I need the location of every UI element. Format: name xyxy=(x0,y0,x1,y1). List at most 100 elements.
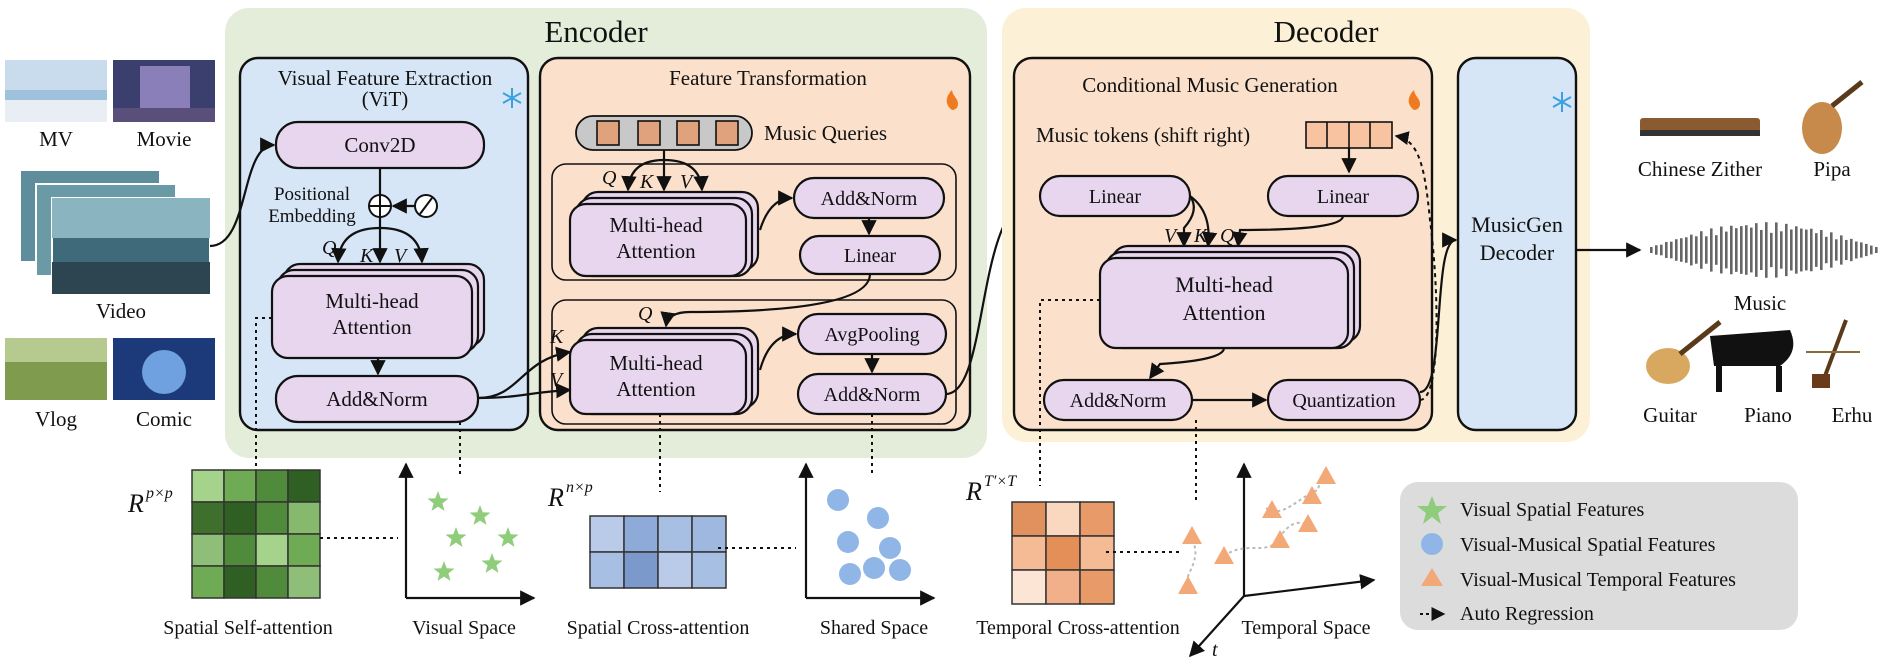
matrix-cell xyxy=(1011,535,1047,571)
waveform-bar xyxy=(1740,226,1743,274)
waveform-bar xyxy=(1675,239,1678,261)
mha-vit-label-2: Attention xyxy=(332,315,412,339)
music-waveform-icon xyxy=(1650,222,1878,278)
encoder-title: Encoder xyxy=(544,14,648,49)
matrix-cell xyxy=(287,565,321,599)
music-query-tokens xyxy=(596,120,739,146)
matrix-cell xyxy=(623,515,659,553)
waveform-bar xyxy=(1825,236,1828,264)
legend-triangle-icon xyxy=(1421,568,1443,586)
matrix-cell xyxy=(223,533,257,567)
waveform-bar xyxy=(1745,225,1748,275)
t-axis-label: t xyxy=(1212,639,1218,661)
vit-subtitle: (ViT) xyxy=(362,87,409,111)
input-media: MV Movie Video Vlog Comic xyxy=(5,60,215,431)
label-erhu: Erhu xyxy=(1832,403,1873,427)
cmg-title: Conditional Music Generation xyxy=(1082,73,1338,97)
addnorm-dec-label: Add&Norm xyxy=(1070,390,1167,412)
waveform-bar xyxy=(1715,235,1718,265)
waveform-bar xyxy=(1860,242,1863,258)
video-to-conv2d-arrow xyxy=(209,137,276,248)
matrix-cell xyxy=(255,533,289,567)
waveform-bar xyxy=(1765,222,1768,278)
matrix-cell xyxy=(1011,569,1047,605)
label-temporal-cross-attention: Temporal Cross-attention xyxy=(976,617,1180,639)
mha-ft2-label-1: Multi-head xyxy=(609,351,703,375)
waveform-bar xyxy=(1830,232,1833,268)
waveform-bar xyxy=(1650,247,1653,253)
musicgen-label-2: Decoder xyxy=(1480,240,1555,265)
label-spatial-cross-attention: Spatial Cross-attention xyxy=(567,617,750,639)
label-music: Music xyxy=(1734,291,1787,315)
vit-title: Visual Feature Extraction xyxy=(278,66,493,90)
matrix-cell xyxy=(223,469,257,503)
waveform-bar xyxy=(1705,236,1708,264)
mha-to-addnorm-ft1 xyxy=(758,190,794,231)
matrix-cell xyxy=(691,551,727,589)
waveform-bar xyxy=(1850,238,1853,262)
matrix-cell xyxy=(1011,501,1047,537)
label-chinese-zither: Chinese Zither xyxy=(1638,157,1762,181)
quantization-label: Quantization xyxy=(1292,390,1395,412)
rpp-sup: p×p xyxy=(145,485,173,502)
label-visual-space: Visual Space xyxy=(412,617,516,639)
waveform-bar xyxy=(1875,247,1878,253)
waveform-bar xyxy=(1865,243,1868,257)
music-tokens-label: Music tokens (shift right) xyxy=(1036,123,1250,147)
matrix-cell xyxy=(287,501,321,535)
pipa-icon xyxy=(1802,80,1864,154)
mha-ft1-label-2: Attention xyxy=(616,239,696,263)
quant-to-musicgen-arrow xyxy=(1419,232,1458,394)
shared-feature-circle xyxy=(863,557,885,579)
matrix-cell xyxy=(1045,535,1081,571)
waveform-bar xyxy=(1750,227,1753,273)
addnorm-vit-label: Add&Norm xyxy=(326,387,428,411)
mha-to-avgpool xyxy=(758,326,798,371)
waveform-bar xyxy=(1660,244,1663,256)
waveform-bar xyxy=(1810,228,1813,272)
matrix-cell xyxy=(255,501,289,535)
snowflake-icon xyxy=(1552,92,1572,112)
matrix-cell xyxy=(255,565,289,599)
embedding-label: Embedding xyxy=(268,206,356,227)
legend-visual-musical-temporal: Visual-Musical Temporal Features xyxy=(1460,569,1736,591)
positional-add-icon xyxy=(368,194,392,218)
visual-feature-star xyxy=(433,561,455,581)
shared-feature-circle xyxy=(837,531,859,553)
temporal-feature-triangle xyxy=(1298,514,1318,532)
v-label-dec: V xyxy=(1164,225,1179,247)
visual-spatial-feature-points xyxy=(427,491,519,581)
q-arrow-ft1 xyxy=(621,158,665,192)
waveform-bar xyxy=(1795,226,1798,274)
v-label-vit: V xyxy=(394,245,409,267)
label-temporal-space: Temporal Space xyxy=(1241,617,1370,639)
waveform-bar xyxy=(1805,229,1808,271)
vit-mha-to-self-attn-link xyxy=(255,317,272,470)
spatial-cross-attention-matrix xyxy=(589,515,727,589)
rnp-base: R xyxy=(547,483,564,512)
label-spatial-self-attention: Spatial Self-attention xyxy=(163,617,332,639)
matrix-cell xyxy=(223,501,257,535)
shared-feature-circle xyxy=(867,507,889,529)
v-arrow-vit xyxy=(379,226,429,264)
matrix-cell xyxy=(287,533,321,567)
matrix-cell xyxy=(1079,569,1115,605)
matrix-cell xyxy=(1045,501,1081,537)
temporal-feature-triangle xyxy=(1262,500,1282,518)
linear-right-label: Linear xyxy=(1317,186,1370,208)
addnorm-ft1-label: Add&Norm xyxy=(821,188,918,210)
ft-self-attn-frame xyxy=(551,163,957,281)
visual-musical-temporal-feature-points xyxy=(1178,466,1336,594)
waveform-bar xyxy=(1695,236,1698,264)
legend-circle-icon xyxy=(1421,533,1443,555)
waveform-bar xyxy=(1700,231,1703,269)
comic-thumbnail xyxy=(113,338,215,400)
musicgen-decoder-block xyxy=(1456,56,1578,432)
k-label-ft2: K xyxy=(549,326,565,348)
shared-space-axes xyxy=(798,462,936,606)
shared-feature-circle xyxy=(879,537,901,559)
temporal-feature-triangle xyxy=(1214,546,1234,564)
video-thumbnail-stack xyxy=(19,169,211,295)
visual-space-axes xyxy=(398,462,536,606)
